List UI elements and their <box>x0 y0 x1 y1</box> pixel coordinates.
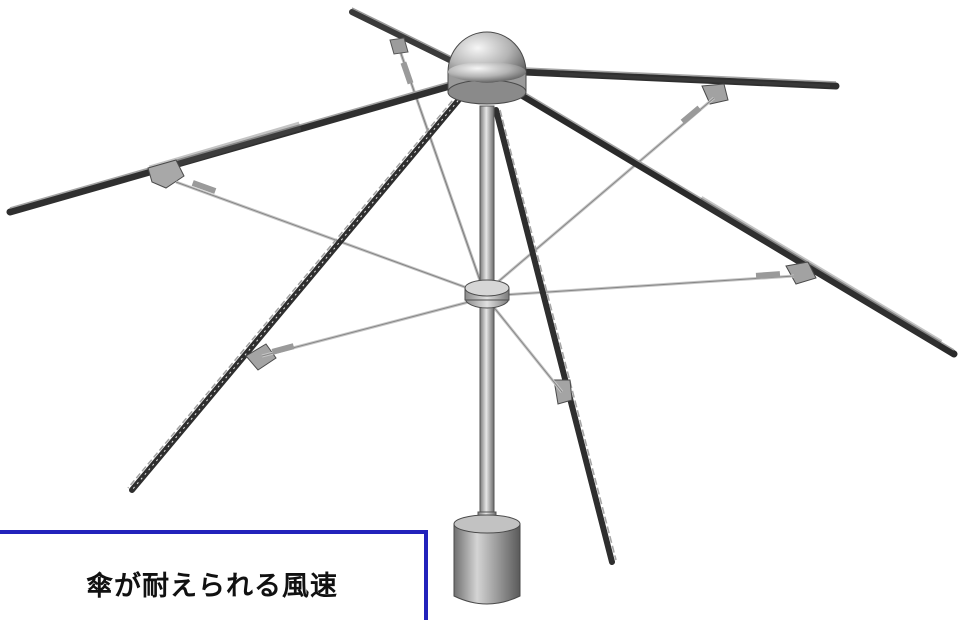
rib-right-upper <box>520 67 840 90</box>
stretcher-left <box>175 180 485 296</box>
rib-joint-bracket <box>147 159 185 189</box>
umbrella-frame-illustration <box>6 7 958 605</box>
rib-front-left <box>127 93 465 493</box>
stretcher-right-lower <box>485 271 795 298</box>
runner-hub <box>464 279 510 309</box>
stretcher-front-right <box>486 299 564 393</box>
rib-joint-bracket <box>701 83 729 105</box>
caption-frame: 傘が耐えられる風速 <box>0 530 428 620</box>
stretcher-right-upper <box>485 96 715 294</box>
umbrella-base-weight <box>453 511 521 605</box>
stretcher-back-left <box>396 44 486 293</box>
rib-front-right <box>493 107 617 565</box>
rib-joint-bracket <box>785 261 817 285</box>
caption-title: 傘が耐えられる風速 <box>86 571 338 602</box>
top-cap-dome <box>447 31 527 105</box>
rib-joint-bracket <box>245 343 277 371</box>
umbrella-pole <box>479 105 495 527</box>
rib-joint-bracket <box>389 37 409 55</box>
rib-right-lower <box>516 89 958 358</box>
stretcher-front-left <box>261 296 485 358</box>
